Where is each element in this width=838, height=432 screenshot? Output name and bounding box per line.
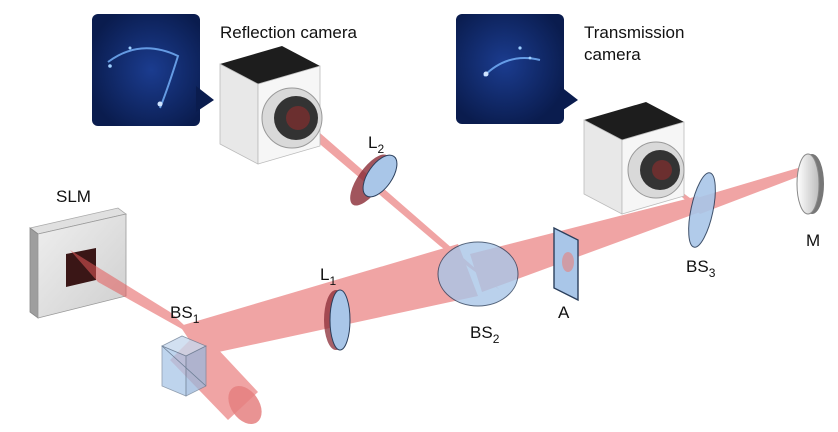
mirror: [796, 153, 824, 215]
transmission-camera-label-line2: camera: [584, 45, 641, 64]
lens-2: [350, 154, 398, 206]
l2-label: L2: [368, 133, 384, 156]
reflection-speckle-image: [92, 14, 214, 126]
transmission-speckle-image: [456, 14, 578, 124]
bs3-label: BS3: [686, 257, 716, 280]
reflection-camera-label: Reflection camera: [220, 23, 358, 42]
beam-splitter-2: [437, 241, 519, 307]
aperture: [553, 226, 579, 302]
reflection-camera: [219, 46, 323, 165]
beam-splitter-1: [161, 335, 207, 397]
lens-1: [324, 289, 351, 351]
transmission-camera-label-line1: Transmission: [584, 23, 684, 42]
beam-splitter-3: [688, 172, 716, 248]
transmission-camera: [583, 102, 685, 215]
aperture-label: A: [558, 303, 570, 322]
slm-device: [29, 207, 127, 319]
mirror-label: M: [806, 231, 820, 250]
l1-label: L1: [320, 265, 336, 288]
beam-end-cap: [228, 386, 262, 424]
slm-label: SLM: [56, 187, 91, 206]
bs2-label: BS2: [470, 323, 500, 346]
bs1-label: BS1: [170, 303, 200, 326]
